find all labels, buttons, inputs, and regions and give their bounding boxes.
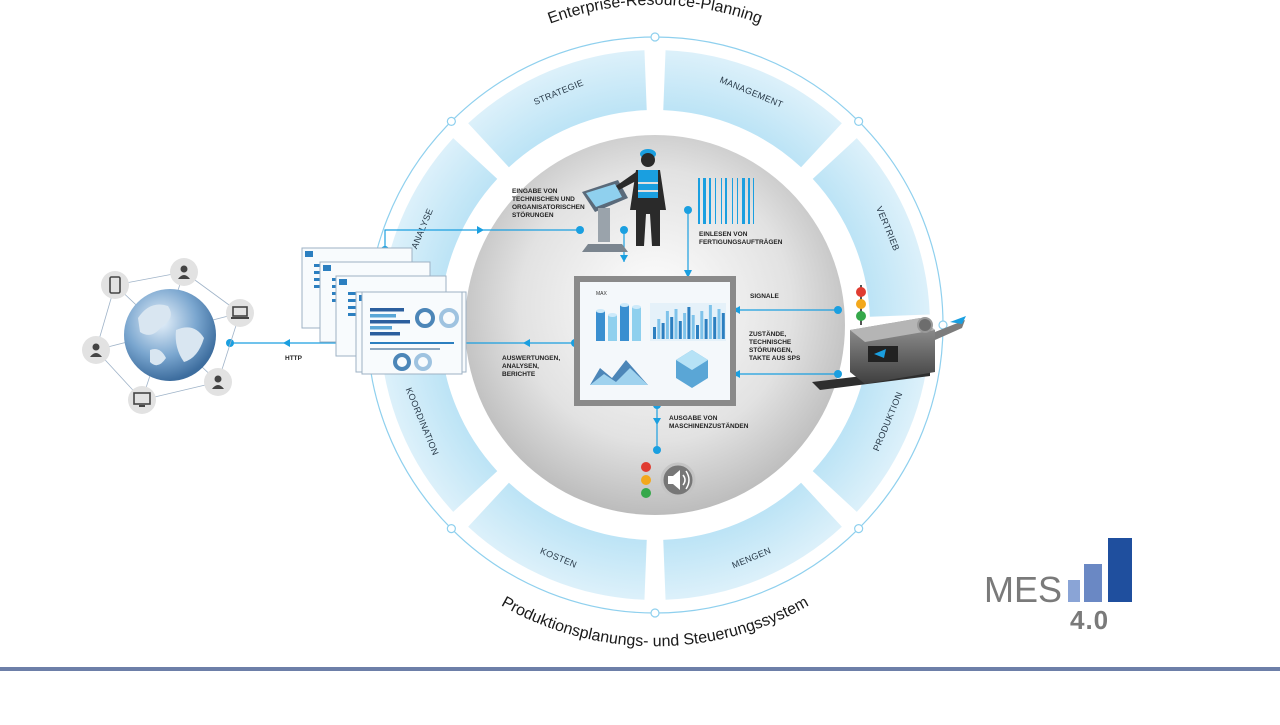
ring-node — [854, 116, 864, 126]
svg-text:MAX: MAX — [596, 291, 608, 297]
label-line: MASCHINENZUSTÄNDEN — [669, 422, 749, 430]
label-line: TAKTE AUS SPS — [749, 355, 801, 362]
label-line: ORGANISATORISCHEN — [512, 204, 585, 211]
bottom-divider-bar — [0, 667, 1280, 671]
logo-bar-1 — [1068, 580, 1080, 602]
label-evaluations: AUSWERTUNGEN,ANALYSEN,BERICHTE — [502, 355, 560, 378]
segment-strategie — [468, 50, 647, 168]
label-line: FERTIGUNGSAUFTRÄGEN — [699, 238, 783, 246]
label-line: SIGNALE — [750, 293, 780, 300]
traffic-light-icon — [856, 285, 866, 325]
segment-management — [663, 50, 842, 168]
label-line: TECHNISCHEN UND — [512, 196, 575, 203]
segment-koordination — [380, 333, 498, 512]
logo-version: 4.0 — [1070, 605, 1109, 635]
logo-text: MES — [984, 569, 1062, 610]
traffic-light-icon — [641, 462, 651, 498]
ring-node — [446, 116, 456, 126]
user-icon — [170, 258, 198, 286]
label-line: AUSGABE VON — [669, 415, 718, 422]
label-http: HTTP — [285, 355, 303, 362]
label-line: EINLESEN VON — [699, 231, 748, 238]
machine-icon — [812, 316, 966, 390]
label-signals: SIGNALE — [750, 293, 780, 300]
ring-bottom-title: Produktionsplanungs- und Steuerungssyste… — [499, 594, 812, 651]
logo-bar-3 — [1108, 538, 1132, 602]
segment-mengen — [663, 482, 842, 600]
ring-node — [650, 608, 660, 618]
segment-vertrieb — [812, 138, 930, 317]
monitor-icon — [128, 386, 156, 414]
label-line: EINGABE VON — [512, 188, 558, 195]
report-stack-icon — [301, 247, 467, 375]
label-line: AUSWERTUNGEN, — [502, 355, 560, 362]
laptop-icon — [226, 299, 254, 327]
dashboard-icon: MAX — [574, 276, 736, 406]
user-icon — [204, 368, 232, 396]
label-line: ZUSTÄNDE, — [749, 330, 786, 338]
tablet-icon — [101, 271, 129, 299]
ring-top-title: Enterprise-Resource-Planning — [546, 0, 765, 28]
ring-node — [650, 32, 660, 42]
mes-logo: MES 4.0 — [984, 538, 1132, 635]
worker-icon — [616, 149, 666, 246]
user-icon — [82, 336, 110, 364]
touch-terminal-icon — [582, 180, 628, 252]
label-line: STÖRUNGEN, — [749, 345, 793, 354]
speaker-icon — [660, 462, 696, 498]
label-line: BERICHTE — [502, 371, 536, 378]
barcode-icon — [698, 178, 754, 224]
label-line: STÖRUNGEN — [512, 210, 554, 219]
ring-node — [854, 524, 864, 534]
label-line: ANALYSEN, — [502, 363, 539, 370]
label-line: TECHNISCHE — [749, 339, 792, 346]
logo-bar-2 — [1084, 564, 1102, 602]
segment-kosten — [468, 482, 647, 600]
ring-node — [446, 524, 456, 534]
